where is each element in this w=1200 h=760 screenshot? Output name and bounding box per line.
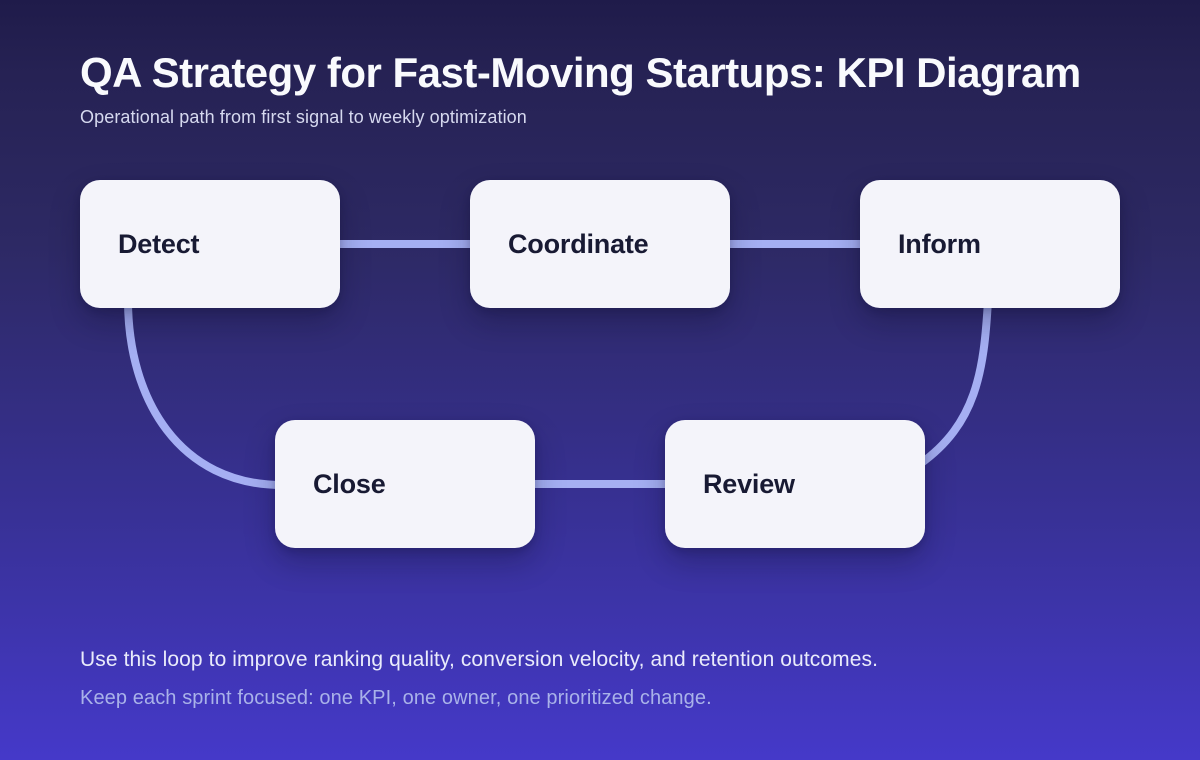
page-subtitle: Operational path from first signal to we… <box>80 107 527 127</box>
node-detect-label: Detect <box>118 228 200 259</box>
node-detect: Detect <box>80 180 340 308</box>
node-close-label: Close <box>313 468 386 499</box>
footer-primary-text: Use this loop to improve ranking quality… <box>80 648 879 671</box>
node-inform: Inform <box>860 180 1120 308</box>
edge-inform-review <box>916 296 992 468</box>
edge-detect-close <box>124 296 286 489</box>
node-close: Close <box>275 420 535 548</box>
node-review-label: Review <box>703 468 795 499</box>
header: QA Strategy for Fast-Moving Startups: KP… <box>80 52 1081 128</box>
node-inform-label: Inform <box>898 228 981 259</box>
footer: Use this loop to improve ranking quality… <box>80 648 878 710</box>
footer-secondary-text: Keep each sprint focused: one KPI, one o… <box>80 687 712 709</box>
page-title: QA Strategy for Fast-Moving Startups: KP… <box>80 49 1081 96</box>
node-coordinate: Coordinate <box>470 180 730 308</box>
node-coordinate-label: Coordinate <box>508 228 649 259</box>
node-review: Review <box>665 420 925 548</box>
